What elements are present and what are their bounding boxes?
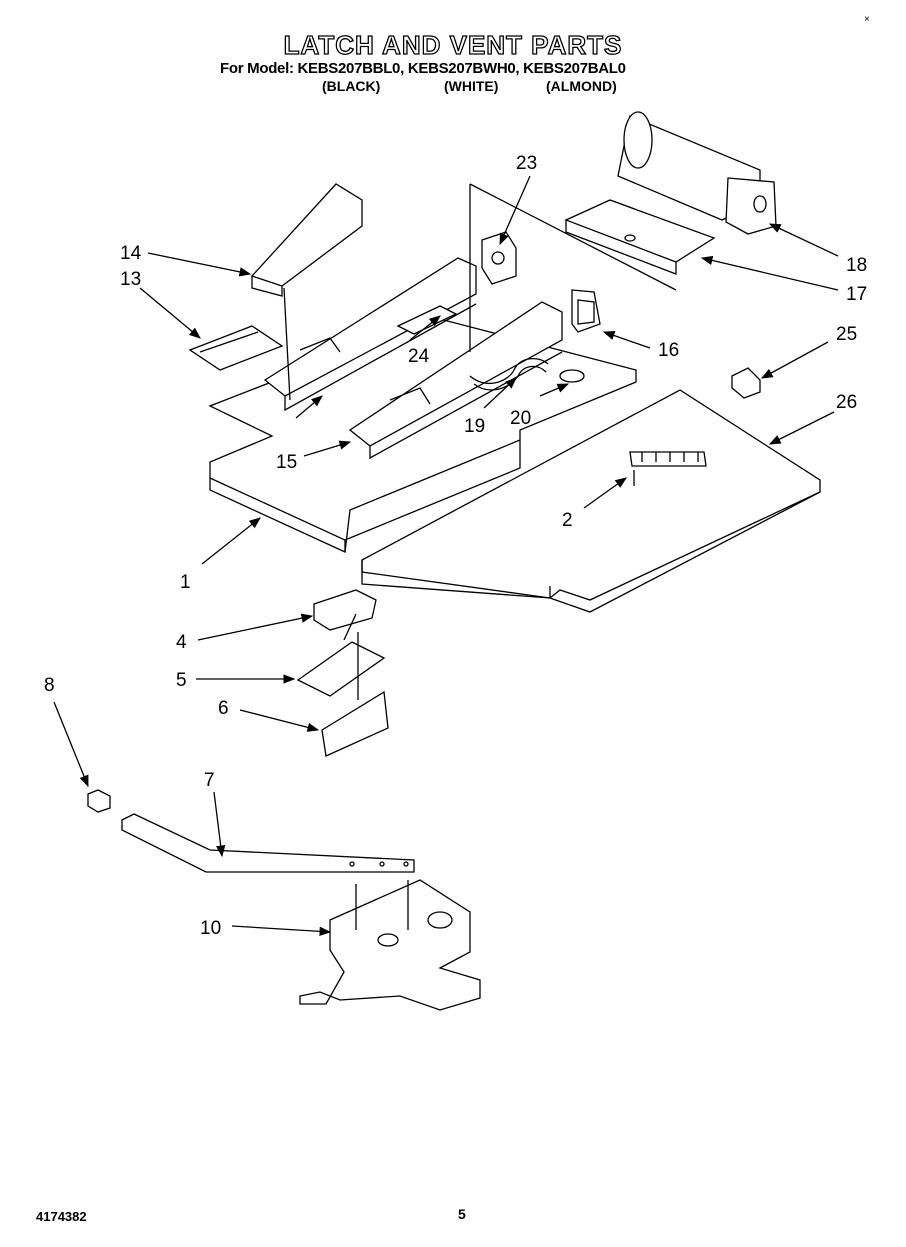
arrow-18 [768,223,839,257]
arrow-8 [53,701,89,788]
arrow-14 [147,252,252,277]
document-number: 4174382 [36,1209,87,1224]
part-18-fan-motor [617,111,777,235]
part-23-gasket [481,231,517,285]
part-25-clip [731,367,761,399]
part-4-switch [313,589,377,641]
arrow-7 [213,791,226,858]
part-10-latch-assembly [299,879,481,1011]
arrow-15a [295,395,323,419]
part-2-terminal-block [629,451,707,486]
arrow-26 [768,411,835,445]
part-14-vent-deflector [250,183,363,297]
part-5-insulator [296,632,386,700]
color-white-label: (WHITE) [444,78,499,94]
callout-5: 5 [176,670,187,691]
part-15-vent-duct-right [348,301,563,460]
arrow-15b [303,440,352,457]
callout-1: 1 [180,572,191,593]
callout-16: 16 [658,340,679,361]
page-number: 5 [458,1206,466,1222]
arrow-23 [499,175,531,246]
arrow-19 [483,377,517,409]
corner-mark: × [864,14,870,25]
color-black-label: (BLACK) [322,78,381,94]
page-title: LATCH AND VENT PARTS [283,29,623,60]
callout-6: 6 [218,698,229,719]
model-list: For Model: KEBS207BBL0, KEBS207BWH0, KEB… [220,60,626,77]
color-almond-label: (ALMOND) [546,78,617,94]
arrow-24 [409,315,441,341]
arrow-25 [760,341,829,379]
callout-18: 18 [846,255,867,276]
arrow-6 [239,709,320,732]
part-24-duct-bracket [396,305,458,335]
callout-25: 25 [836,324,857,345]
arrow-1 [201,517,261,565]
part-17-motor-bracket [564,199,716,275]
callout-20: 20 [510,408,531,429]
arrow-2 [583,477,627,509]
arrow-20 [539,383,570,397]
part-8-latch-knob [87,789,111,813]
locator-line [469,183,677,291]
part-6-shield [321,690,389,757]
callout-15: 15 [276,452,297,473]
callout-14: 14 [120,243,142,264]
arrow-4 [197,613,314,641]
callout-23: 23 [516,153,537,174]
part-16-grommet [571,289,601,333]
callout-24: 24 [408,346,430,367]
part-7-latch-arm [121,813,415,873]
callout-10: 10 [200,918,221,939]
callout-19: 19 [464,416,485,437]
callout-7: 7 [204,770,215,791]
callout-13: 13 [120,269,141,290]
arrow-16 [602,331,651,349]
locator-line [283,287,291,401]
arrow-17 [700,255,839,291]
part-19-hose [469,358,549,391]
part-20-thermostat [559,369,585,383]
callout-4: 4 [176,632,187,653]
part-26-back-panel [361,389,821,613]
part-13-vent-strip [188,325,284,371]
arrow-13 [139,287,201,339]
callout-17: 17 [846,284,867,305]
callout-2: 2 [562,510,573,531]
callout-26: 26 [836,392,857,413]
callout-8: 8 [44,675,55,696]
arrow-10 [231,925,332,937]
part-15-vent-duct-left [263,257,477,412]
